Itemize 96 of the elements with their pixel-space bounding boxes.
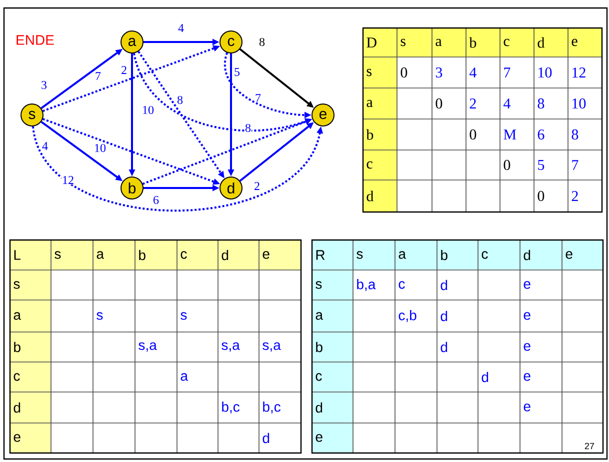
table-cell-text: 0 bbox=[400, 67, 408, 78]
table-cell-text: 0 bbox=[436, 98, 442, 109]
table-cell-text: d bbox=[440, 342, 448, 352]
table-cell-text: s bbox=[316, 281, 322, 289]
table-cell-text: 6 bbox=[538, 129, 544, 140]
edge-label: 7 bbox=[254, 94, 262, 102]
edge-label: 2 bbox=[120, 66, 128, 74]
edge-label: 8 bbox=[244, 123, 252, 133]
table-cell-text: b,c bbox=[263, 402, 281, 414]
table-cell-text: s,a bbox=[222, 342, 240, 352]
edge-label: 10 bbox=[142, 105, 154, 115]
table-cell-text: c bbox=[482, 251, 488, 259]
table-cell-text: 4 bbox=[504, 98, 510, 108]
table-cell-text: L bbox=[14, 250, 21, 260]
table-cell-text: 7 bbox=[572, 160, 578, 170]
edge-label: 4 bbox=[42, 142, 48, 150]
table-cell-text: s bbox=[14, 281, 20, 289]
table-cell-text: b,c bbox=[222, 402, 240, 414]
table-cell-text: d bbox=[482, 372, 488, 382]
table-cell-text: 4 bbox=[470, 68, 476, 78]
table-cell-text: R bbox=[316, 250, 325, 260]
table-cell-text: 10 bbox=[538, 67, 552, 78]
table-cell-text: a bbox=[96, 251, 104, 259]
table-cell-text: b bbox=[441, 250, 448, 260]
edge-label: 8 bbox=[258, 37, 266, 47]
table-cell-text: 10 bbox=[572, 98, 586, 109]
table-cell-text: c bbox=[366, 161, 372, 169]
edge-label: 5 bbox=[234, 68, 240, 76]
table-cell-text: e bbox=[566, 251, 572, 259]
table-cell-text: b bbox=[316, 342, 322, 352]
table-cell-text: 0 bbox=[538, 190, 544, 202]
table-cell-text: b bbox=[14, 342, 20, 352]
table-cell-text: M bbox=[504, 130, 516, 140]
edge-label: 7 bbox=[94, 72, 102, 80]
table-cell-text: 2 bbox=[470, 98, 476, 108]
table-cell-text: 12 bbox=[572, 68, 586, 78]
table-cell-text: d bbox=[440, 310, 448, 322]
table-cell-text: e bbox=[572, 38, 578, 46]
table-cell-text: c bbox=[316, 373, 322, 381]
table-cell-text: a bbox=[436, 38, 442, 46]
table-cell-text: b bbox=[469, 37, 476, 48]
table-cell-text: d bbox=[538, 37, 544, 48]
table-cell-text: e bbox=[524, 404, 530, 412]
table-cell-text: s bbox=[356, 251, 363, 259]
table-cell-text: b bbox=[139, 250, 146, 260]
table-cell-text: d bbox=[524, 250, 530, 260]
table-cell-text: e bbox=[524, 312, 530, 320]
table-cell-text: d bbox=[262, 432, 270, 444]
table-cell-text: b,a bbox=[357, 279, 376, 291]
edge-label: 10 bbox=[94, 143, 106, 153]
table-cell-text: a bbox=[366, 100, 373, 108]
table-cell-text: c bbox=[180, 251, 187, 259]
table-cell-text: s,a bbox=[262, 342, 281, 352]
table-cell-text: d bbox=[366, 190, 374, 202]
page-number: 27 bbox=[584, 442, 594, 450]
table-cell-text: 0 bbox=[504, 160, 510, 170]
title: ENDE bbox=[16, 35, 54, 45]
table-cell-text: e bbox=[524, 343, 530, 351]
table-cell-text: e bbox=[262, 251, 270, 259]
table-cell-text: c bbox=[398, 281, 405, 289]
table-cell-text: s bbox=[400, 38, 406, 46]
table-cell-text: a bbox=[180, 373, 188, 381]
table-cell-text: e bbox=[524, 281, 530, 289]
table-cell-text: d bbox=[222, 250, 228, 260]
table-cell-text: 2 bbox=[572, 191, 578, 201]
table-cell-text: a bbox=[316, 312, 323, 320]
table-cell-text: d bbox=[316, 402, 322, 413]
table-cell-text: d bbox=[440, 280, 448, 290]
edge-label: 8 bbox=[176, 95, 184, 105]
table-cell-text: e bbox=[524, 373, 530, 381]
edge-label: 3 bbox=[40, 80, 48, 90]
edge-label: 12 bbox=[62, 176, 74, 184]
table-cell-text: 3 bbox=[436, 67, 442, 78]
table-cell-text: d bbox=[14, 402, 20, 413]
table-cell-text: s,a bbox=[138, 342, 157, 352]
table-cell-text: 0 bbox=[470, 129, 476, 140]
table-cell-text: a bbox=[14, 312, 21, 320]
table-cell-text: a bbox=[398, 251, 406, 259]
table-cell-text: s bbox=[366, 68, 372, 76]
edge-label: 2 bbox=[254, 182, 260, 190]
table-cell-text: e bbox=[14, 434, 20, 442]
table-cell-text: c,b bbox=[398, 310, 416, 322]
table-cell-text: 5 bbox=[538, 160, 544, 170]
edge-label: 6 bbox=[152, 195, 160, 205]
table-cell-text: 7 bbox=[504, 68, 510, 78]
edge-label: 4 bbox=[178, 24, 184, 32]
table-cell-text: b bbox=[366, 129, 374, 140]
table-cell-text: 8 bbox=[572, 129, 578, 140]
table-cell-text: c bbox=[14, 373, 20, 381]
table-cell-text: D bbox=[366, 38, 376, 48]
table-cell-text: s bbox=[96, 312, 103, 320]
table-cell-text: s bbox=[54, 251, 61, 259]
table-cell-text: e bbox=[316, 434, 322, 442]
table-cell-text: 8 bbox=[538, 98, 544, 109]
table-cell-text: c bbox=[504, 38, 510, 46]
table-cell-text: s bbox=[180, 312, 187, 320]
